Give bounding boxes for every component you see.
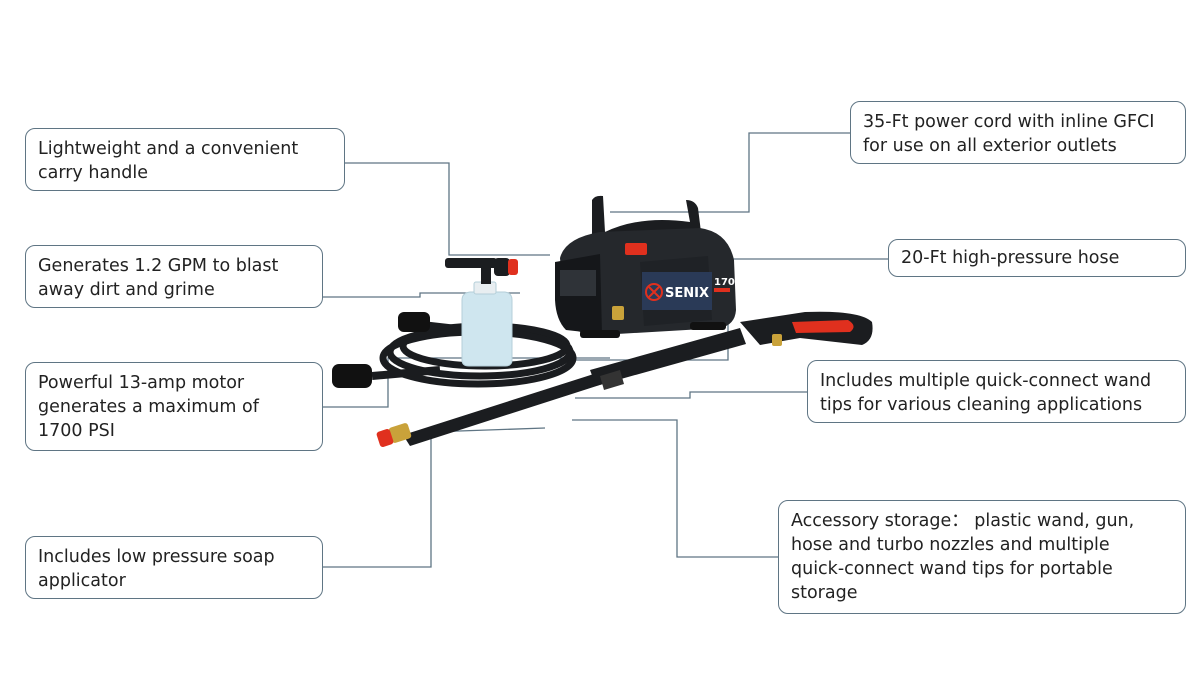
callout-soap-line-1: Includes low pressure soap [38,547,275,567]
callout-gpm: Generates 1.2 GPM to blast away dirt and… [25,245,323,308]
washer-body [555,195,736,338]
leader-soap [322,427,546,568]
callout-motor: Powerful 13-amp motor generates a maximu… [25,362,323,451]
callout-storage-line-4: storage [791,583,858,603]
callout-soap: Includes low pressure soap applicator [25,536,323,599]
leader-power-cord [610,132,851,213]
hose-fitting-lower [332,364,372,388]
callout-carry-handle: Lightweight and a convenient carry handl… [25,128,345,191]
callout-storage-line-3: quick-connect wand tips for portable [791,559,1113,579]
callout-storage-line-2: hose and turbo nozzles and multiple [791,535,1110,555]
spray-wand [376,311,873,447]
brand-logo: SENIX [645,283,709,301]
callout-power-cord: 35-Ft power cord with inline GFCI for us… [850,101,1186,164]
leader-carry-handle [344,162,550,256]
callout-carry-handle-line-2: carry handle [38,163,148,183]
callout-storage-line-1: Accessory storage： plastic wand, gun, [791,511,1135,531]
callout-hose-line-1: 20-Ft high-pressure hose [901,248,1120,268]
callout-motor-line-3: 1700 PSI [38,421,115,441]
callout-tips-line-2: tips for various cleaning applications [820,395,1143,415]
model-badge-text: 1700 [714,277,742,288]
callout-tips-line-1: Includes multiple quick-connect wand [820,371,1152,391]
callout-carry-handle-line-1: Lightweight and a convenient [38,139,299,159]
callout-soap-line-2: applicator [38,571,126,591]
callout-gpm-line-2: away dirt and grime [38,280,215,300]
hose-fitting-upper [398,312,430,332]
callout-power-cord-line-1: 35-Ft power cord with inline GFCI [863,112,1155,132]
callout-hose: 20-Ft high-pressure hose [888,239,1186,277]
leader-tips [575,391,808,399]
callout-power-cord-line-2: for use on all exterior outlets [863,136,1117,156]
callout-tips: Includes multiple quick-connect wand tip… [807,360,1186,423]
callout-motor-line-2: generates a maximum of [38,397,259,417]
brand-text: SENIX [665,286,709,301]
leader-storage [572,419,779,558]
soap-applicator [445,258,518,367]
callout-storage: Accessory storage： plastic wand, gun, ho… [778,500,1186,614]
callout-gpm-line-1: Generates 1.2 GPM to blast [38,256,279,276]
callout-motor-line-1: Powerful 13-amp motor [38,373,245,393]
